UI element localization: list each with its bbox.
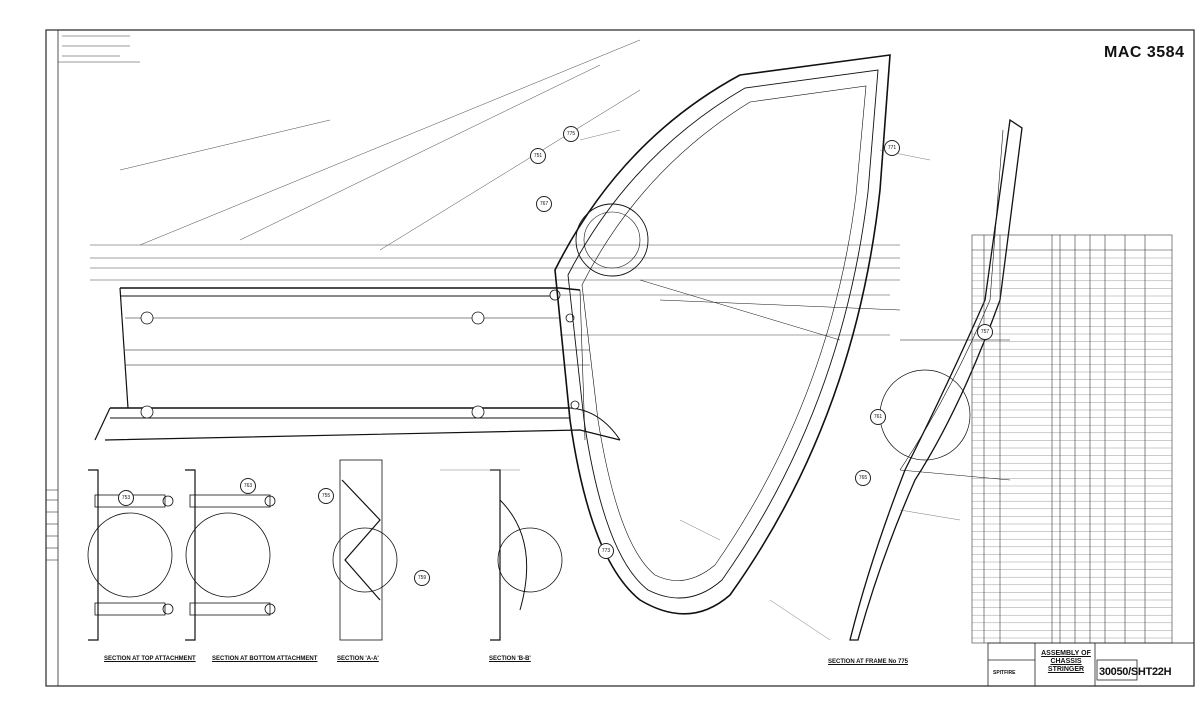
callout-765: 765 — [855, 470, 871, 486]
title-block — [987, 642, 1195, 687]
callout-751: 751 — [530, 148, 546, 164]
chassis-stringer — [94, 287, 621, 441]
section-label-b-b: SECTION 'B-B' — [489, 656, 531, 662]
frame-775 — [554, 54, 901, 615]
drawing-title: MAC 3584 — [1104, 44, 1185, 61]
assembly-title: ASSEMBLY OF CHASSIS STRINGER — [1041, 650, 1091, 673]
callout-771: 771 — [884, 140, 900, 156]
section-label-top-attachment: SECTION AT TOP ATTACHMENT — [104, 656, 196, 662]
callout-767: 767 — [536, 196, 552, 212]
detail-bottom-attachment — [185, 469, 276, 641]
callout-755: 755 — [318, 488, 334, 504]
callout-775: 775 — [563, 126, 579, 142]
detail-section-a-a — [332, 459, 398, 641]
detail-top-attachment — [87, 469, 174, 641]
callout-773: 773 — [598, 543, 614, 559]
section-label-bottom-attachment: SECTION AT BOTTOM ATTACHMENT — [212, 656, 318, 662]
parts-list-rows — [972, 257, 1172, 639]
callout-761: 761 — [870, 409, 886, 425]
leader-lines — [440, 129, 961, 641]
spitfire-stamp: SPITFIRE — [993, 670, 1016, 676]
detail-section-b-b — [490, 469, 563, 641]
revision-notes — [58, 35, 140, 63]
callout-757: 757 — [977, 324, 993, 340]
callout-759: 759 — [414, 570, 430, 586]
section-label-a-a: SECTION 'A-A' — [337, 656, 379, 662]
stringer-bolts — [140, 289, 580, 419]
callout-753: 753 — [118, 490, 134, 506]
revision-strip — [45, 29, 59, 687]
section-label-frame-775: SECTION AT FRAME No 775 — [828, 659, 909, 665]
callout-763: 763 — [240, 478, 256, 494]
parts-list-table — [971, 234, 1173, 644]
drawing-number: 30050/SHT22H — [1099, 666, 1172, 678]
construction-lines — [90, 39, 900, 336]
